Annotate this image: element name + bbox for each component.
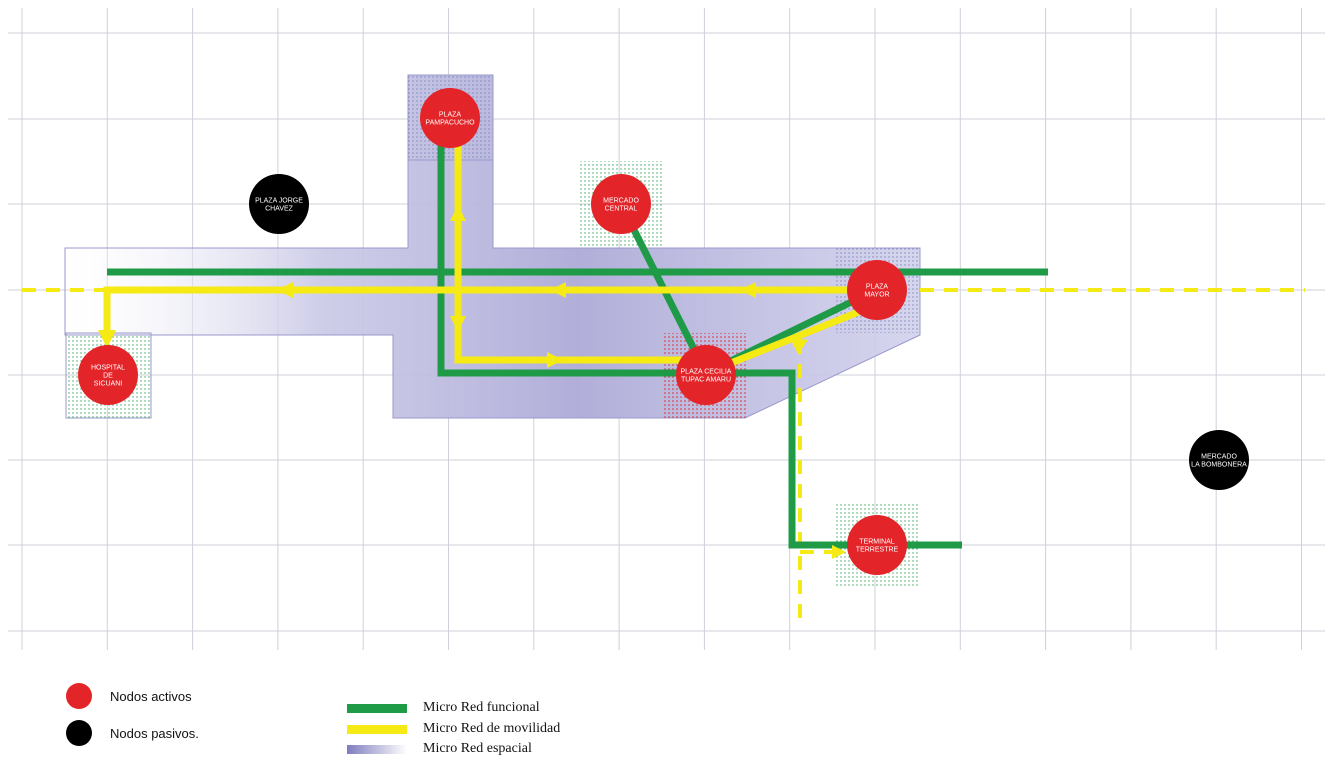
active-node-circle xyxy=(591,174,651,234)
node-label: TERMINAL xyxy=(859,539,895,546)
legend-espacial: Micro Red espacial xyxy=(347,741,532,757)
node-label: PLAZA xyxy=(439,112,462,119)
funcional-swatch xyxy=(347,703,407,713)
node-label: TERRESTRE xyxy=(856,547,899,554)
active-node-circle xyxy=(847,260,907,320)
node-label: HOSPITAL xyxy=(91,365,125,372)
active-node-circle xyxy=(420,88,480,148)
passive-node-circle xyxy=(249,174,309,234)
passive-node-circle xyxy=(1189,430,1249,490)
legend-active-label: Nodos activos xyxy=(110,688,192,704)
node-label: DE xyxy=(103,373,113,380)
legend-funcional-label: Micro Red funcional xyxy=(423,700,540,715)
legend-passive-nodes: Nodos pasivos. xyxy=(66,720,199,746)
active-node-circle xyxy=(78,345,138,405)
legend-funcional: Micro Red funcional xyxy=(347,700,540,716)
node-label: MERCADO xyxy=(1201,454,1237,461)
active-node-circle xyxy=(676,345,736,405)
node-label: MERCADO xyxy=(603,198,639,205)
node-label: PLAZA CECILIA xyxy=(681,369,732,376)
legend-passive-label: Nodos pasivos. xyxy=(110,725,199,741)
legend-espacial-label: Micro Red espacial xyxy=(423,741,532,756)
legend-active-nodes: Nodos activos xyxy=(66,683,192,709)
movilidad-arrows xyxy=(98,205,846,559)
active-node-circle xyxy=(847,515,907,575)
node-label: CHAVEZ xyxy=(265,206,294,213)
node-label: PAMPACUCHO xyxy=(425,120,475,127)
node-label: LA BOMBONERA xyxy=(1191,462,1247,469)
node-label: PLAZA xyxy=(866,284,889,291)
node-label: TUPAC AMARU xyxy=(681,377,731,384)
movilidad-swatch xyxy=(347,724,407,734)
passive-node-swatch xyxy=(66,720,92,746)
legend-movilidad: Micro Red de movilidad xyxy=(347,721,560,737)
active-node-swatch xyxy=(66,683,92,709)
legend-movilidad-label: Micro Red de movilidad xyxy=(423,721,561,736)
node-label: PLAZA JORGE xyxy=(255,198,303,205)
espacial-swatch xyxy=(347,744,407,754)
node-label: CENTRAL xyxy=(605,206,638,213)
node-label: SICUANI xyxy=(94,381,122,388)
node-label: MAYOR xyxy=(864,292,889,299)
